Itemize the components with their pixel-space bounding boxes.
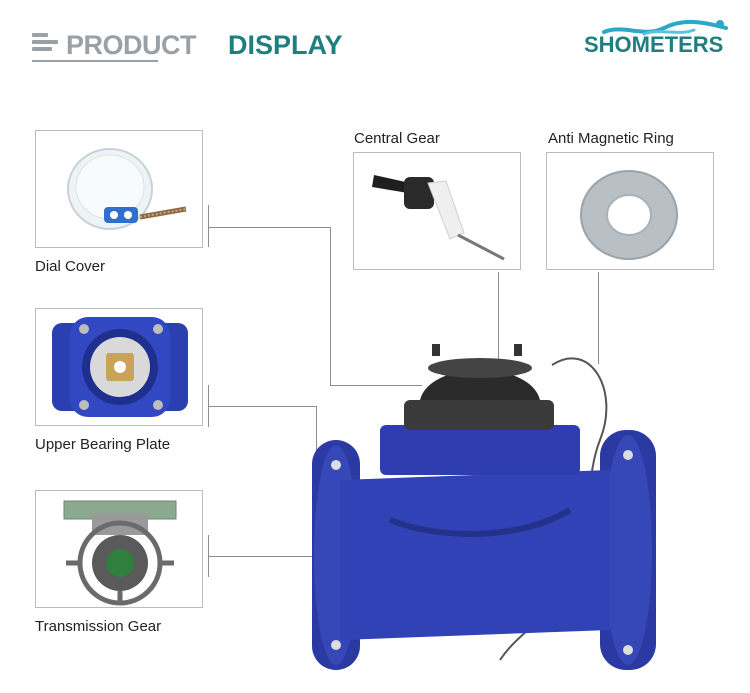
anti-magnetic-ring-label: Anti Magnetic Ring [548, 130, 674, 147]
connector-dial-cover [330, 227, 331, 385]
connector-transmission [208, 556, 408, 557]
transmission-gear-image [63, 500, 177, 606]
central-gear-box [353, 152, 521, 270]
anti-magnetic-ring-box [546, 152, 714, 270]
central-gear-image [372, 175, 505, 261]
menu-lines-icon [32, 33, 62, 57]
brand-wave-icon [602, 19, 728, 36]
dial-cover-image [67, 148, 187, 230]
header-word-product: PRODUCT [66, 30, 197, 60]
connector-upper-bearing [316, 406, 317, 466]
water-meter-image [312, 344, 656, 670]
connector-anti-ring [598, 272, 599, 364]
dial-cover-label: Dial Cover [35, 258, 106, 275]
transmission-gear-label: Transmission Gear [35, 618, 162, 635]
connector-dial-cover [208, 205, 209, 247]
header-word-display: DISPLAY [228, 30, 343, 60]
transmission-gear-box [35, 490, 203, 608]
dial-cover-box [35, 130, 203, 248]
anti-magnetic-ring-image [580, 170, 678, 260]
brand-logo: SHOMETERS [584, 32, 724, 57]
header-underline [32, 60, 158, 62]
upper-bearing-plate-box [35, 308, 203, 426]
connector-dial-cover [208, 227, 330, 228]
connector-dial-cover [330, 385, 422, 386]
connector-upper-bearing [208, 406, 316, 407]
upper-bearing-plate-label: Upper Bearing Plate [35, 436, 171, 453]
upper-bearing-plate-image [52, 317, 188, 417]
central-gear-label: Central Gear [354, 130, 440, 147]
